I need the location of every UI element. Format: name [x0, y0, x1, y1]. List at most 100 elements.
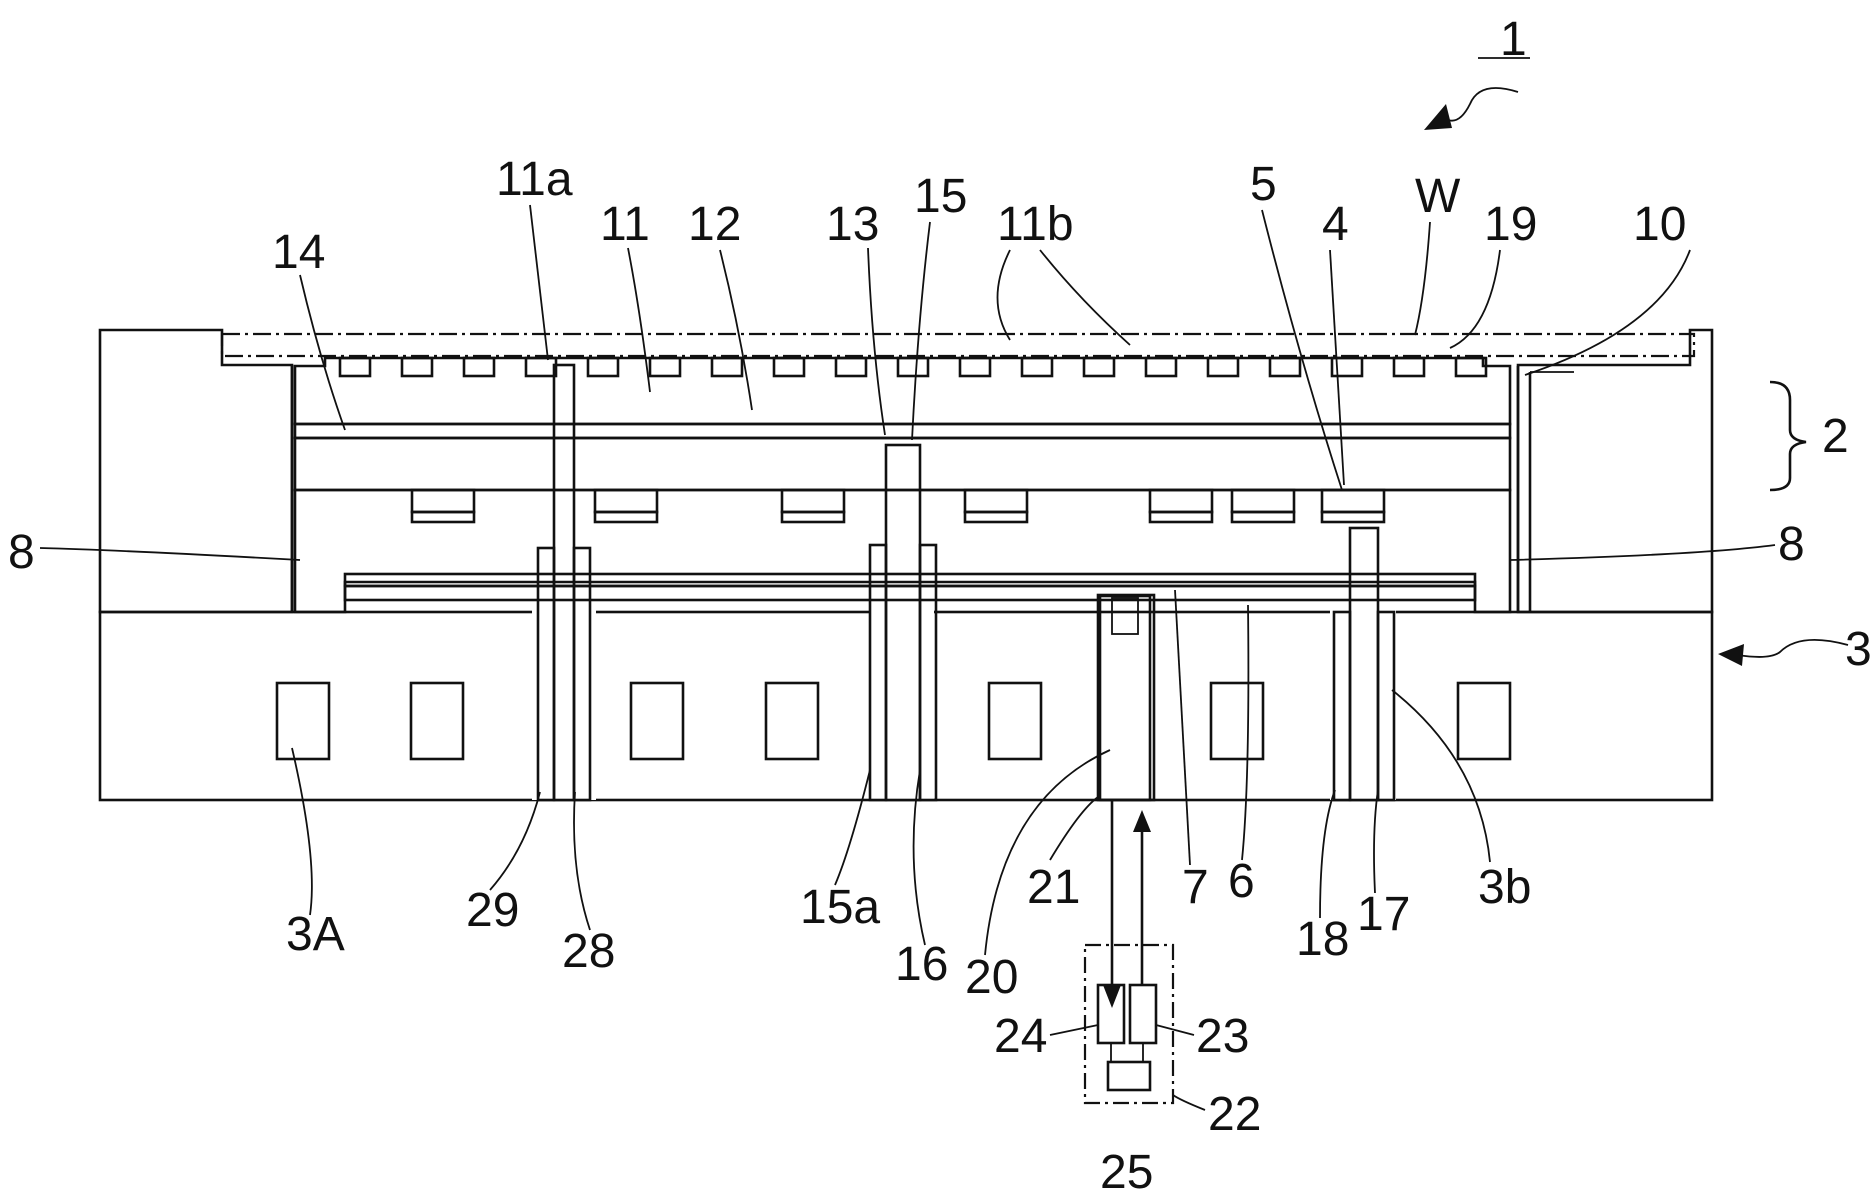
groove: [1268, 356, 1302, 378]
insulator-layer: [293, 488, 1512, 614]
groove: [648, 356, 682, 378]
label-20: 20: [965, 951, 1018, 1004]
base-plate: [98, 540, 1714, 802]
leader-line: [1329, 249, 1345, 486]
label-25: 25: [1100, 1146, 1153, 1194]
label-15: 15: [914, 170, 967, 223]
gas-pipe-left: [536, 363, 592, 802]
groove: [400, 356, 434, 378]
sensor-port: [1098, 594, 1152, 802]
leader-line: [1391, 689, 1491, 863]
label-4: 4: [1322, 198, 1349, 251]
optical-lines: [1103, 800, 1151, 1008]
wafer-outline: [220, 332, 1696, 358]
groove: [1330, 356, 1364, 378]
label-21: 21: [1027, 861, 1080, 914]
label-22: 22: [1208, 1088, 1261, 1141]
label-3A: 3A: [286, 908, 345, 961]
label-18: 18: [1296, 913, 1349, 966]
controller-box: [1083, 943, 1175, 1105]
leader-line: [299, 274, 346, 431]
groove: [1020, 356, 1054, 378]
label-W: W: [1415, 170, 1461, 223]
label-8-left: 8: [8, 526, 35, 579]
label-6: 6: [1228, 855, 1255, 908]
electrode-pad: [593, 488, 659, 514]
leader-line: [867, 247, 886, 436]
leader-line: [719, 249, 753, 411]
electrode-base: [410, 510, 476, 524]
groove: [586, 356, 620, 378]
cooling-channel: [764, 681, 820, 761]
label-3: 3: [1845, 623, 1872, 676]
cooling-channel: [1209, 681, 1265, 761]
groove: [1206, 356, 1240, 378]
leader-line: [1155, 1024, 1195, 1036]
label-23: 23: [1196, 1010, 1249, 1063]
leader-line: [1174, 589, 1191, 866]
lift-pin-sleeve: [868, 443, 938, 802]
electrode-pad: [963, 488, 1029, 514]
cooling-channel: [987, 681, 1043, 761]
groove: [1392, 356, 1426, 378]
leader-line: [1373, 789, 1379, 894]
leader-line: [1524, 249, 1691, 376]
bracket-2: [1769, 380, 1807, 492]
electrode-base: [963, 510, 1029, 524]
electrode-pad: [1148, 488, 1214, 514]
groove: [1454, 356, 1488, 378]
leader-line: [1241, 604, 1250, 861]
cooling-channel: [629, 681, 685, 761]
groove: [1082, 356, 1116, 378]
leader-line: [996, 249, 1011, 341]
cooling-channel: [1456, 681, 1512, 761]
leader-line: [1049, 796, 1099, 861]
label-5: 5: [1250, 158, 1277, 211]
leader-line: [1261, 209, 1343, 491]
top-plate: [293, 356, 1512, 440]
groove: [462, 356, 496, 378]
leader-line: [912, 769, 926, 946]
electrode-base: [780, 510, 846, 524]
leader-line: [1039, 249, 1131, 346]
leader-line: [39, 547, 301, 561]
right-pin-sleeve: [1332, 526, 1396, 802]
heater-layers: [343, 572, 1477, 602]
label-12: 12: [688, 198, 741, 251]
outer-ring: [98, 328, 1714, 614]
groove: [338, 356, 372, 378]
label-13: 13: [826, 198, 879, 251]
label-17: 17: [1357, 888, 1410, 941]
electrode-base: [1230, 510, 1296, 524]
groove: [710, 356, 744, 378]
light-source: [1128, 983, 1158, 1045]
groove: [524, 356, 558, 378]
processing-unit: [1106, 1060, 1152, 1092]
electrode-pad: [1320, 488, 1386, 514]
leader-line: [529, 204, 549, 361]
leader-line: [984, 749, 1111, 956]
electrode-pad: [780, 488, 846, 514]
label-10: 10: [1633, 198, 1686, 251]
label-16: 16: [895, 938, 948, 991]
leader-line: [573, 791, 591, 931]
electrode-base: [1320, 510, 1386, 524]
leader-line: [1172, 1094, 1206, 1111]
label-29: 29: [466, 884, 519, 937]
label-24: 24: [994, 1010, 1047, 1063]
groove: [1144, 356, 1178, 378]
electrode-base: [1148, 510, 1214, 524]
label-19: 19: [1484, 198, 1537, 251]
edge-gap-lines: [1516, 366, 1574, 612]
groove: [772, 356, 806, 378]
label-7: 7: [1182, 861, 1209, 914]
electrode-pad: [410, 488, 476, 514]
leader-line: [291, 747, 313, 916]
leader-line: [834, 769, 871, 886]
label-11a: 11a: [496, 153, 573, 206]
base-arrow: [1737, 639, 1849, 658]
cooling-channel: [409, 681, 465, 761]
label-11b: 11b: [997, 198, 1074, 251]
label-28: 28: [562, 925, 615, 978]
